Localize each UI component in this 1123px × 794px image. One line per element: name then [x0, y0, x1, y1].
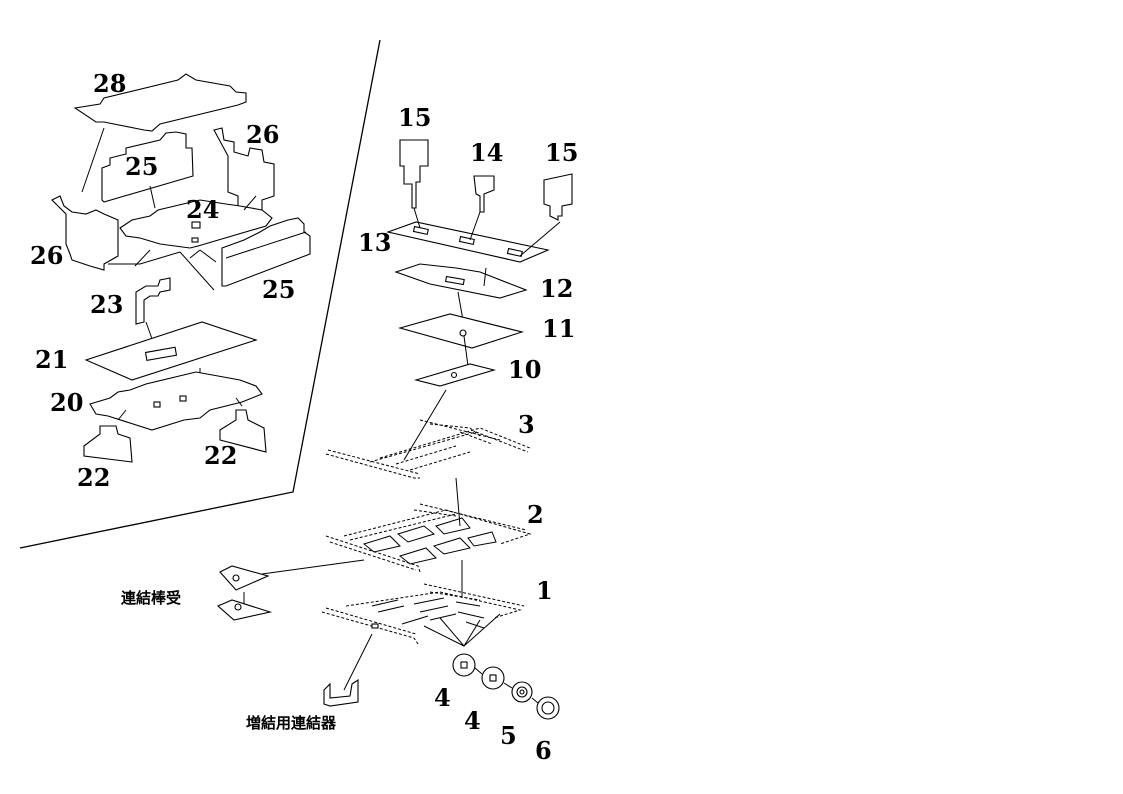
- coupler-receiver-lower-hole: [234, 603, 242, 611]
- part-24-slot: [191, 237, 199, 243]
- inset-separator-line: [19, 39, 381, 549]
- part-20-chassis: [89, 371, 263, 431]
- part-25-side-wall-lower: [221, 217, 311, 287]
- extension-coupler: [323, 678, 359, 707]
- label-15-left: 15: [398, 103, 431, 132]
- part-5-wheel: [511, 681, 533, 703]
- part-10-hole: [450, 371, 458, 379]
- label-22-right: 22: [204, 441, 237, 470]
- coupler-receiver-leaders: [243, 559, 365, 604]
- label-26-left: 26: [30, 241, 63, 270]
- axle-line: [474, 667, 539, 704]
- part-14: [473, 175, 495, 213]
- label-6: 6: [535, 736, 552, 765]
- part-22-bogie-right: [219, 409, 267, 453]
- part-4-wheel-a: [452, 653, 476, 677]
- part-20-hole-a: [153, 401, 161, 408]
- label-25-upper: 25: [125, 152, 158, 181]
- label-23: 23: [90, 290, 123, 319]
- part-1-wheel-leaders: [423, 613, 501, 647]
- part-13-slot-a: [412, 225, 429, 236]
- part-11-leader: [463, 335, 469, 367]
- label-20: 20: [50, 388, 83, 417]
- part-22-bogie-left: [83, 425, 133, 463]
- part-22-bogie-right-leader: [235, 397, 243, 407]
- extension-coupler-leader: [343, 633, 373, 691]
- part-24-hole: [191, 221, 201, 229]
- part-2-leader: [455, 477, 463, 598]
- label-4a: 4: [434, 683, 451, 712]
- label-1: 1: [536, 576, 553, 605]
- part-13-slot-b: [458, 235, 475, 246]
- part-4-wheel-b: [481, 666, 505, 690]
- part-12-slot: [444, 275, 465, 286]
- label-10: 10: [508, 355, 541, 384]
- part-25-side-wall-lower-edge: [225, 231, 307, 259]
- part-2-pattern: [362, 517, 497, 565]
- part-25-side-wall-upper: [101, 131, 194, 203]
- label-2: 2: [527, 500, 544, 529]
- label-13: 13: [358, 228, 391, 257]
- label-25-lower: 25: [262, 275, 295, 304]
- part-22-bogie-left-leader: [117, 409, 127, 421]
- label-5: 5: [500, 721, 517, 750]
- part-26-end-wall-left: [51, 195, 119, 271]
- part-20-hole-b: [179, 395, 187, 402]
- part-1-hole: [371, 623, 379, 629]
- coupler-receiver-upper-hole: [232, 574, 240, 582]
- label-21: 21: [35, 345, 68, 374]
- label-4b: 4: [464, 706, 481, 735]
- label-3: 3: [518, 410, 535, 439]
- label-28: 28: [93, 69, 126, 98]
- part-3-frame: [325, 419, 531, 479]
- label-11: 11: [542, 314, 575, 343]
- part-15-right: [543, 173, 573, 221]
- label-24: 24: [186, 195, 219, 224]
- caption-coupler-receiver: 連結棒受: [121, 589, 181, 607]
- part-15-left: [399, 139, 429, 209]
- part-2-board: [325, 503, 532, 573]
- part-11-hole: [459, 329, 467, 337]
- inset-leader-lines: [81, 127, 257, 291]
- part-28-roof: [73, 73, 247, 132]
- label-15-right: 15: [545, 138, 578, 167]
- part-1-chassis: [321, 583, 525, 645]
- part-13-leaders: [413, 207, 561, 257]
- coupler-receiver-upper: [219, 565, 270, 591]
- coupler-receiver-lower: [216, 599, 273, 621]
- part-21-slot: [144, 346, 178, 362]
- part-23-bracket: [135, 277, 171, 325]
- caption-extension-coupler: 増結用連結器: [246, 714, 337, 732]
- label-12: 12: [540, 274, 573, 303]
- label-14: 14: [470, 138, 503, 167]
- part-6-washer: [536, 696, 560, 720]
- label-26-right: 26: [246, 120, 279, 149]
- label-22-left: 22: [77, 463, 110, 492]
- part-1-pattern: [371, 597, 485, 629]
- part-26-end-wall-right: [213, 127, 275, 213]
